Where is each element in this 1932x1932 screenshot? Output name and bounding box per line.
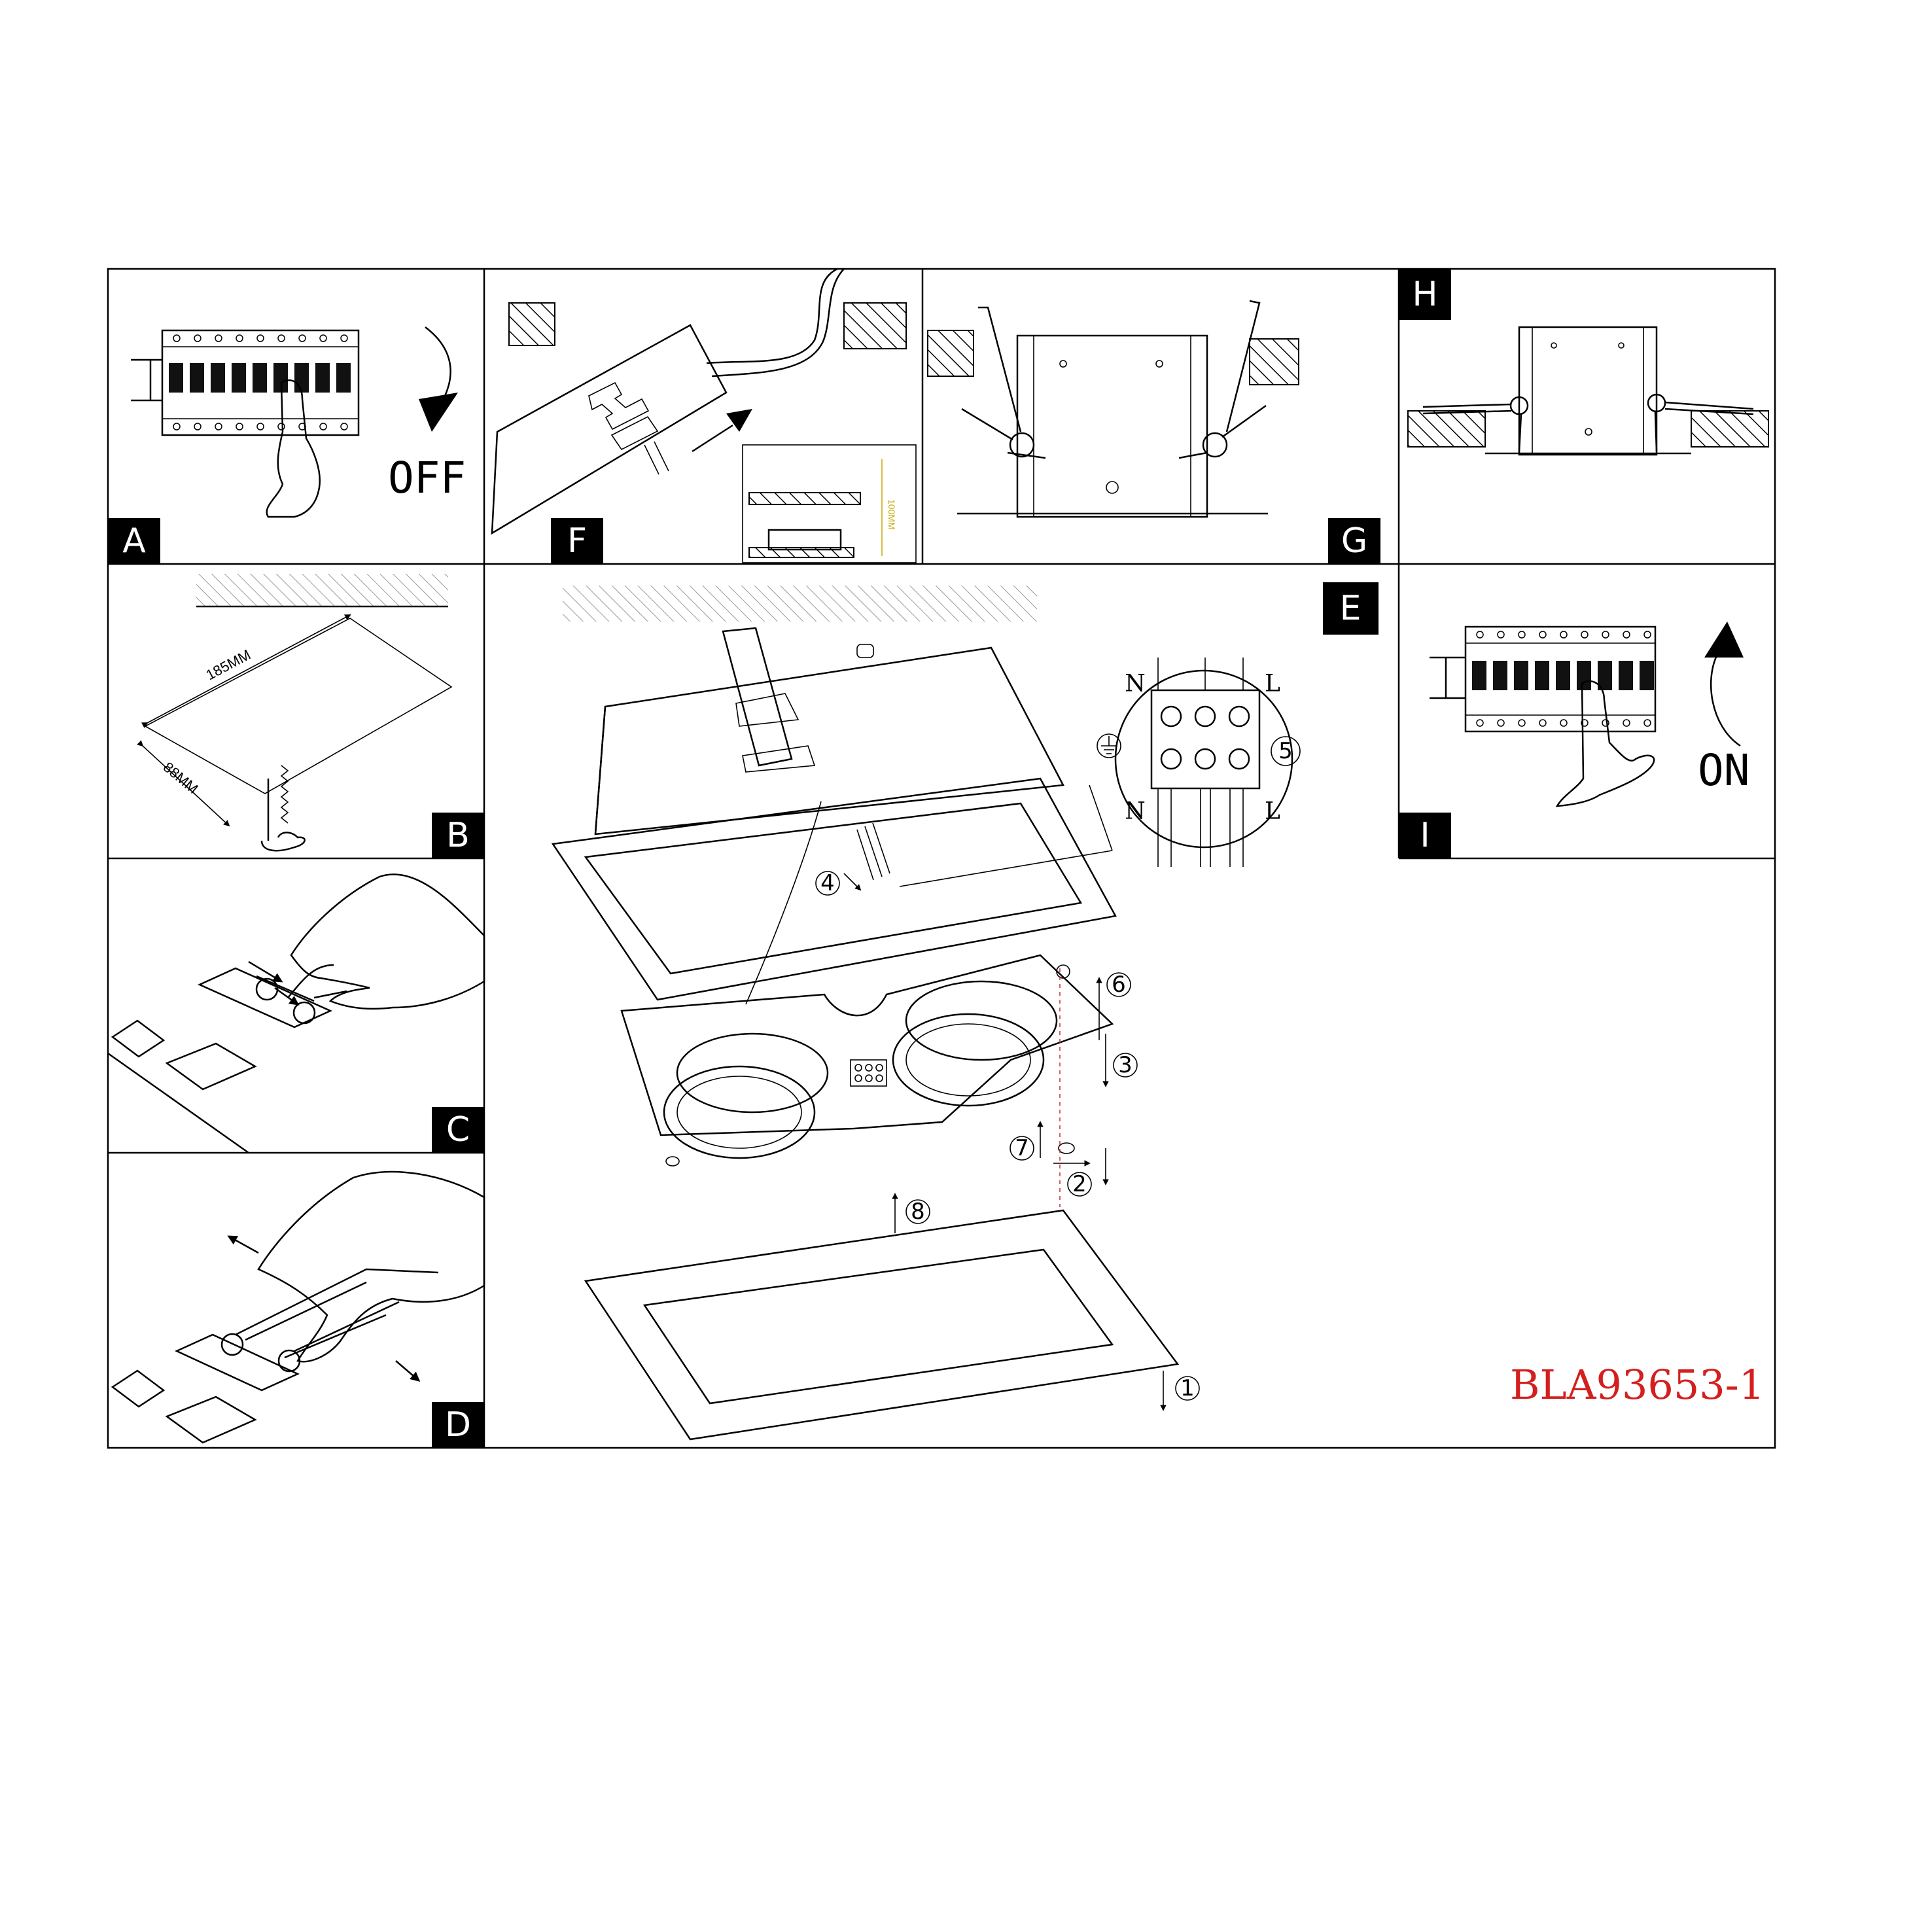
circuit-breaker-icon bbox=[131, 329, 360, 436]
rotate-arrow-icon bbox=[425, 326, 451, 403]
ceiling-hatch-icon bbox=[927, 330, 974, 377]
ground-symbol-icon bbox=[1097, 733, 1121, 758]
connector-block bbox=[850, 1059, 887, 1087]
panel-h: H bbox=[1399, 269, 1769, 456]
panel-f-label-box bbox=[551, 518, 603, 564]
panel-g: G bbox=[927, 300, 1380, 564]
off-text: OFF bbox=[388, 453, 466, 503]
panel-a: OFF A bbox=[108, 326, 466, 564]
circuit-breaker-icon bbox=[1430, 625, 1657, 733]
panel-e-label: E bbox=[1340, 589, 1361, 628]
step-4: 4 bbox=[820, 870, 835, 896]
ceiling-hatch-icon bbox=[508, 302, 555, 346]
panel-h-label: H bbox=[1412, 275, 1437, 314]
ceiling-hatch-icon bbox=[843, 302, 907, 349]
panel-i: ON I bbox=[1399, 622, 1749, 858]
screw-icon bbox=[665, 964, 1075, 1167]
hand-icon bbox=[1555, 680, 1655, 807]
clearance-inset bbox=[742, 444, 917, 563]
spring-clip-icon bbox=[1178, 300, 1267, 459]
terminal-l-top: L bbox=[1265, 671, 1280, 697]
cutout-template bbox=[144, 618, 453, 794]
step-3: 3 bbox=[1118, 1052, 1133, 1078]
panel-grid bbox=[107, 268, 1776, 1449]
spring-clip-icon bbox=[1647, 393, 1754, 452]
step-7: 7 bbox=[1015, 1135, 1029, 1161]
panel-c-label-box bbox=[432, 1107, 484, 1153]
panel-b-label: B bbox=[446, 816, 470, 855]
ceiling-hatch-icon bbox=[1691, 410, 1769, 448]
dim-width: 88MM bbox=[160, 759, 202, 797]
panel-h-label-box bbox=[1399, 269, 1451, 320]
rotate-arrow-icon bbox=[1710, 654, 1741, 747]
step-6: 6 bbox=[1112, 972, 1126, 998]
panel-e-label-box bbox=[1323, 582, 1379, 635]
hand-icon bbox=[257, 1170, 485, 1363]
ceiling-panel bbox=[491, 324, 728, 535]
spring-clip-icon bbox=[961, 306, 1046, 459]
ceiling-hatch-icon bbox=[1407, 410, 1486, 448]
panel-c-label-text: C bbox=[446, 1110, 470, 1150]
model-number: BLA93653-1 bbox=[1510, 1361, 1765, 1409]
panel-g-label: G bbox=[1341, 521, 1367, 561]
saw-icon bbox=[260, 765, 306, 852]
dim-length: 185MM bbox=[203, 646, 254, 684]
trim-plate bbox=[584, 1209, 1180, 1441]
panel-f-label: F bbox=[567, 521, 587, 561]
step-5: 5 bbox=[1278, 738, 1293, 764]
terminal-n-bottom: N bbox=[1125, 798, 1146, 825]
panel-d-label: D bbox=[445, 1405, 471, 1445]
hand-icon bbox=[266, 379, 321, 518]
panel-a-label-box bbox=[108, 518, 160, 564]
step-1: 1 bbox=[1180, 1375, 1195, 1401]
panel-i-label: I bbox=[1420, 816, 1430, 855]
spring-clip-icon bbox=[1422, 396, 1529, 452]
downlight-lamp bbox=[663, 1032, 829, 1159]
panel-b: 185MM 88MM B bbox=[137, 574, 484, 858]
ceiling-hatch-icon bbox=[1249, 338, 1299, 385]
on-text: ON bbox=[1698, 745, 1749, 796]
panel-i-label-box bbox=[1399, 813, 1451, 858]
downlight-lamp bbox=[892, 980, 1058, 1107]
step-8: 8 bbox=[911, 1199, 925, 1225]
terminal-l-bottom: L bbox=[1265, 798, 1280, 825]
mounting-frame bbox=[551, 777, 1117, 1001]
housing-box bbox=[1016, 334, 1208, 518]
hand-icon bbox=[290, 873, 485, 1010]
lamp-tray bbox=[620, 954, 1114, 1136]
wiring-inset bbox=[1114, 669, 1293, 849]
panel-d-label-box bbox=[432, 1402, 484, 1448]
housing-box bbox=[1518, 326, 1658, 456]
step-2: 2 bbox=[1072, 1171, 1087, 1197]
panel-f: 100MM F bbox=[491, 268, 917, 564]
panel-b-label-box bbox=[432, 813, 484, 858]
terminal-n-top: N bbox=[1125, 671, 1146, 697]
panel-e: E 4 N bbox=[551, 582, 1765, 1441]
panel-d: D bbox=[111, 1170, 485, 1448]
panel-c: C bbox=[107, 873, 485, 1154]
panel-g-label-box bbox=[1328, 518, 1380, 564]
panel-a-label: A bbox=[122, 521, 146, 561]
clearance-text: 100MM bbox=[887, 499, 897, 530]
